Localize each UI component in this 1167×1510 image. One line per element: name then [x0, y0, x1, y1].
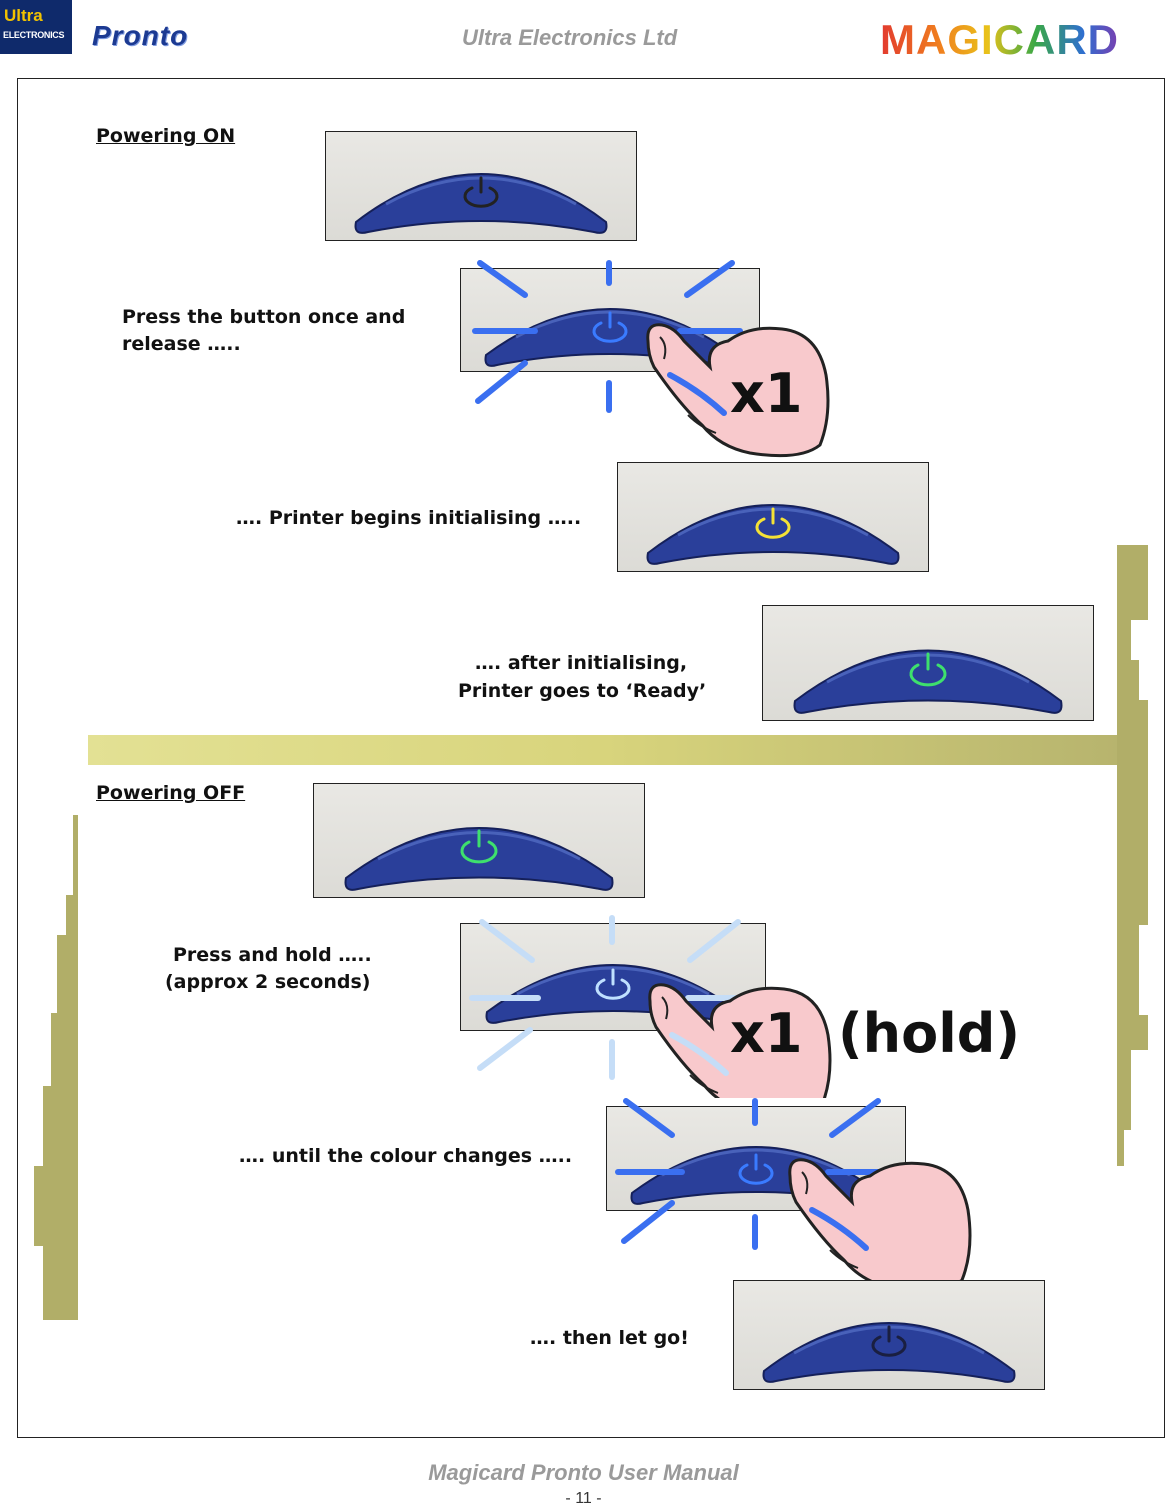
- power-button-photo-on: [313, 783, 645, 898]
- powering-off-step3: …. then let go!: [530, 1327, 689, 1349]
- powering-on-step1-line1: Press the button once and: [122, 306, 406, 328]
- power-button-photo-released: [733, 1280, 1045, 1390]
- olive-right-bar: [1117, 545, 1148, 620]
- hold-count-x1: x1: [730, 1002, 803, 1065]
- pronto-logo: Pronto: [92, 20, 242, 52]
- ultra-electronics-logo: Ultra ELECTRONICS: [0, 0, 72, 54]
- powering-off-step2: …. until the colour changes …..: [239, 1145, 573, 1167]
- olive-left-bar: [57, 935, 78, 1013]
- powering-on-step1-line2: release …..: [122, 333, 241, 355]
- olive-left-bar: [51, 1013, 78, 1086]
- magicard-logo: MAGICARD: [880, 16, 1119, 64]
- power-icon: [871, 1325, 907, 1357]
- power-button-photo-ready: [762, 605, 1094, 721]
- powering-off-step1-line1: Press and hold …..: [173, 944, 372, 966]
- powering-off-step1-line2: (approx 2 seconds): [165, 971, 371, 993]
- powering-on-step3-line1: …. after initialising,: [475, 652, 688, 674]
- olive-left-bar: [43, 1246, 78, 1320]
- olive-right-bar: [1117, 620, 1131, 660]
- finger-hand-icon: [642, 975, 837, 1098]
- olive-right-bar: [1117, 1130, 1124, 1166]
- powering-on-heading: Powering ON: [96, 125, 236, 147]
- olive-left-bar: [34, 1166, 78, 1246]
- power-icon: [738, 1153, 774, 1185]
- power-icon: [595, 968, 631, 1000]
- power-button-photo-off: [325, 131, 637, 241]
- power-icon: [592, 311, 628, 343]
- olive-right-bar: [1117, 925, 1139, 1015]
- footer-title: Magicard Pronto User Manual: [428, 1460, 739, 1485]
- company-name: Ultra Electronics Ltd: [462, 25, 678, 50]
- hold-label: (hold): [838, 1002, 1021, 1065]
- finger-hand-icon: [782, 1150, 977, 1280]
- olive-right-bar: [1117, 700, 1148, 925]
- content-frame: [17, 78, 1165, 1438]
- page-number: - 11 -: [565, 1490, 602, 1507]
- power-icon: [755, 507, 791, 539]
- change-burst-rays: [606, 1095, 926, 1255]
- powering-off-heading: Powering OFF: [96, 782, 246, 804]
- power-icon: [463, 176, 499, 208]
- olive-left-bar: [43, 1086, 78, 1166]
- pronto-logo-text: Pronto: [92, 20, 189, 51]
- powering-on-step3-line2: Printer goes to ‘Ready’: [458, 680, 707, 702]
- ultra-logo-text: Ultra: [4, 6, 43, 25]
- olive-right-bar: [1117, 660, 1139, 700]
- press-count-x1: x1: [730, 362, 803, 425]
- power-icon: [460, 829, 498, 864]
- olive-right-bar: [1117, 1015, 1148, 1050]
- power-icon: [909, 652, 947, 687]
- olive-left-bar: [66, 895, 78, 935]
- olive-band: [88, 735, 1118, 765]
- magicard-logo-text: MAGICARD: [880, 16, 1119, 63]
- power-button-photo-initialising: [617, 462, 929, 572]
- powering-on-step2: …. Printer begins initialising …..: [236, 507, 582, 529]
- olive-left-bar: [73, 815, 78, 895]
- electronics-logo-text: ELECTRONICS: [3, 30, 65, 40]
- finger-hand-icon: [640, 315, 835, 460]
- olive-right-bar: [1117, 1050, 1131, 1130]
